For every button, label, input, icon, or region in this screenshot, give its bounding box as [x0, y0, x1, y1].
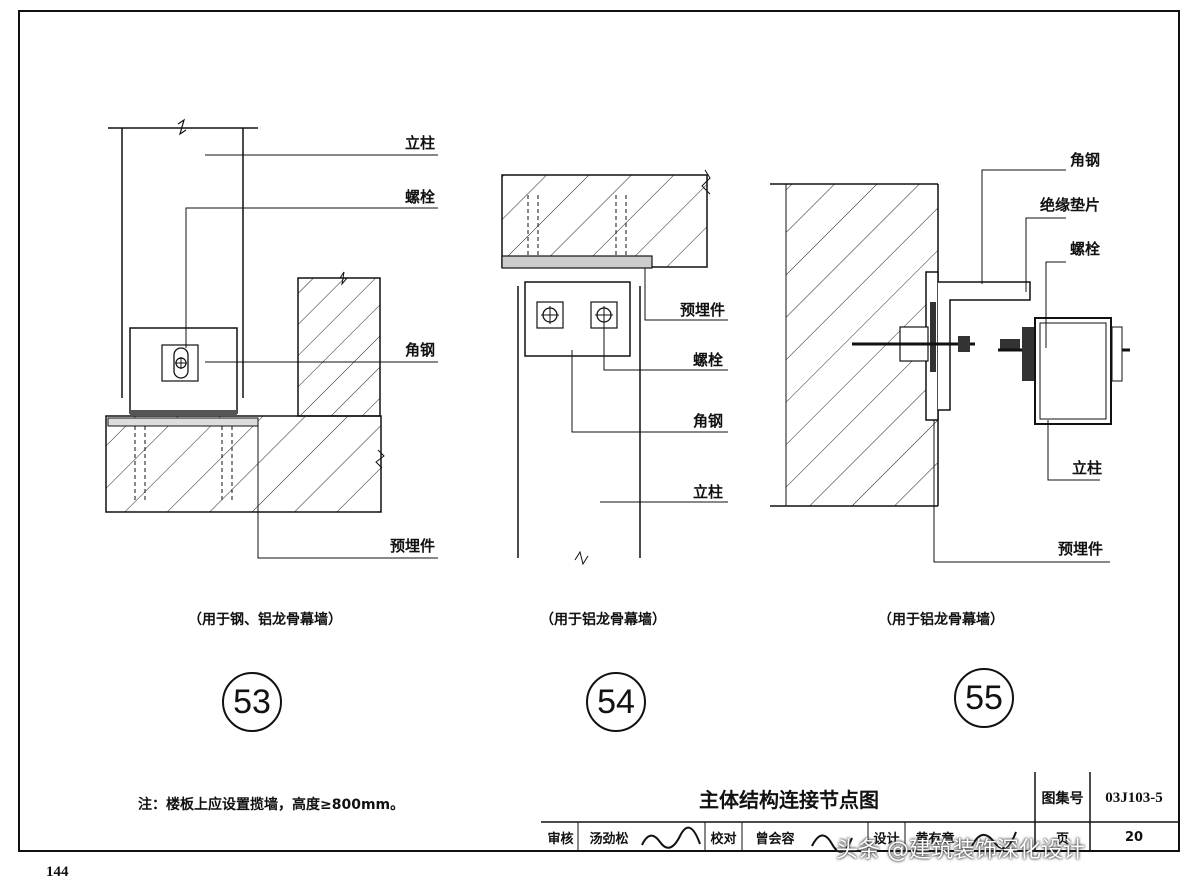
detail-54-label-embedded-part: 预埋件 — [680, 301, 726, 319]
detail-53-caption: （用于钢、铝龙骨幕墙） — [188, 612, 342, 628]
title-block-atlas-number: 03J103-5 — [1105, 789, 1163, 806]
title-block-title: 主体结构连接节点图 — [699, 787, 879, 812]
detail-53-label-angle-steel: 角钢 — [405, 341, 436, 359]
title-block-review-label: 审核 — [547, 831, 574, 847]
detail-54-label-angle-steel: 角钢 — [693, 412, 724, 430]
title-block-page-label: 页 — [1055, 831, 1069, 847]
title-block-check-label: 校对 — [710, 831, 737, 847]
watermark: 头条 @建筑装饰深化设计 — [836, 838, 1085, 863]
detail-54-number: 54 — [586, 672, 646, 732]
title-block-checker: 曾会容 — [755, 831, 795, 847]
detail-55-label-angle-steel: 角钢 — [1070, 151, 1101, 169]
detail-53-drawing — [105, 118, 438, 559]
title-block-atlas-label: 图集号 — [1041, 791, 1084, 807]
title-block-lines — [541, 772, 1180, 852]
title-block-designer: 黄有章 — [915, 831, 955, 847]
detail-55-label-embedded-part: 预埋件 — [1058, 540, 1104, 558]
detail-53-number: 53 — [222, 672, 282, 732]
detail-53-label-column: 立柱 — [405, 134, 436, 152]
detail-55-caption: （用于铝龙骨幕墙） — [878, 612, 1004, 628]
detail-53-label-bolt: 螺栓 — [405, 188, 436, 206]
drawing-note: 注：楼板上应设置揽墙，高度≥800mm。 — [138, 797, 405, 813]
detail-55-number: 55 — [954, 668, 1014, 728]
detail-55-drawing — [770, 169, 1130, 563]
detail-54-drawing — [501, 169, 728, 566]
page-number: 144 — [46, 864, 69, 880]
title-block-page-value: 20 — [1124, 829, 1144, 845]
title-block-design-label: 设计 — [873, 831, 900, 847]
detail-55-label-column: 立柱 — [1072, 459, 1103, 477]
detail-55-label-bolt: 螺栓 — [1070, 240, 1101, 258]
detail-54-label-column: 立柱 — [693, 483, 724, 501]
title-block-reviewer: 汤劲松 — [589, 831, 629, 847]
detail-55-label-insulating-pad: 绝缘垫片 — [1040, 196, 1101, 214]
detail-54-label-bolt: 螺栓 — [693, 351, 724, 369]
detail-54-caption: （用于铝龙骨幕墙） — [540, 612, 666, 628]
detail-53-label-embedded-part: 预埋件 — [390, 537, 436, 555]
drawing-frame — [18, 10, 1180, 852]
